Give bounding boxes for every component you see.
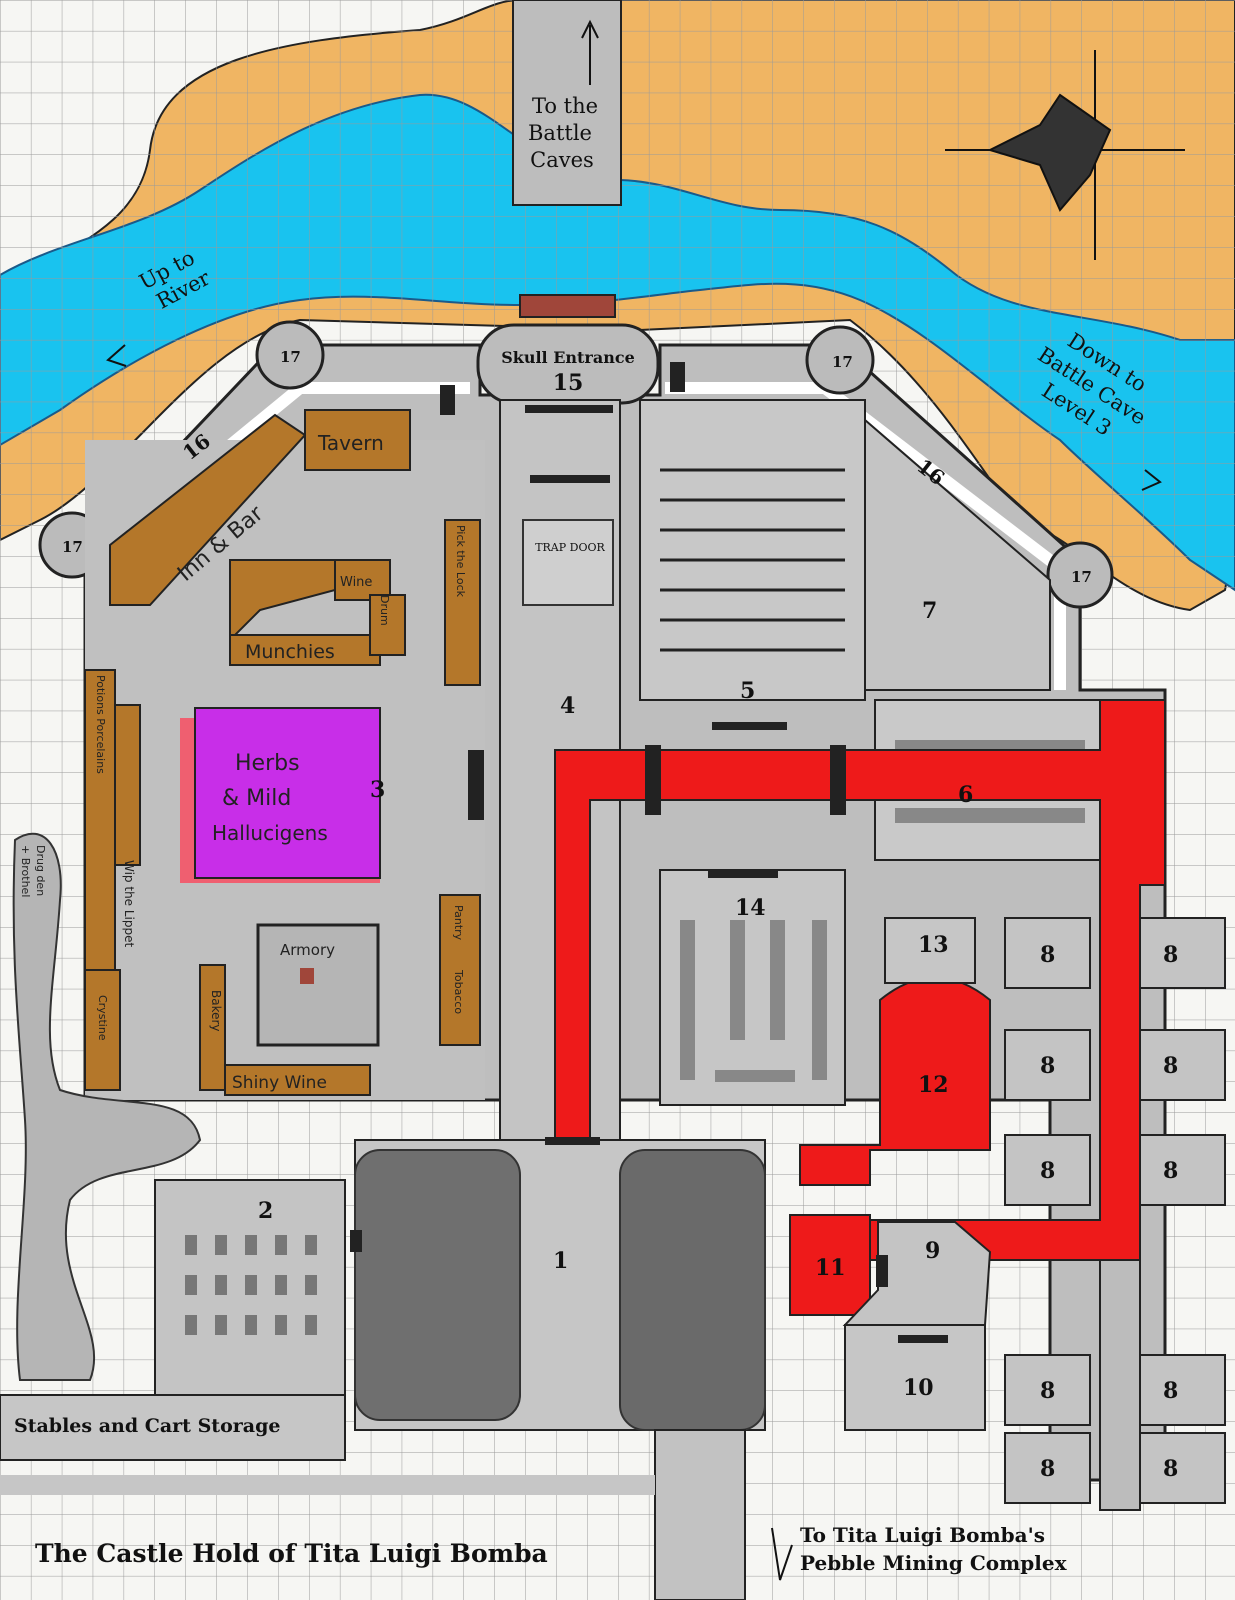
corridor-8-south bbox=[1099, 1259, 1141, 1511]
room-6-number: 6 bbox=[958, 782, 973, 808]
potions-label: Potions Porcelains bbox=[94, 675, 107, 774]
tower-e bbox=[1046, 541, 1114, 609]
svg-text:8: 8 bbox=[1163, 1053, 1178, 1079]
svg-text:8: 8 bbox=[1040, 1378, 1055, 1404]
room-14-number: 14 bbox=[735, 895, 766, 921]
room-17-number-nw: 17 bbox=[280, 348, 301, 366]
room-1-number: 1 bbox=[553, 1248, 568, 1274]
pick-the-lock-label: Pick the Lock bbox=[454, 525, 467, 598]
room-6-table-bottom bbox=[895, 808, 1085, 823]
room-3-number: 3 bbox=[370, 777, 385, 803]
up-arrow-head-icon bbox=[581, 19, 599, 39]
svg-text:8: 8 bbox=[1040, 1456, 1055, 1482]
munchies-label: Munchies bbox=[245, 641, 335, 663]
shiny-wine-label: Shiny Wine bbox=[232, 1073, 327, 1093]
room-15-number: 15 bbox=[553, 370, 584, 396]
room-5-stairs bbox=[639, 399, 866, 701]
forest-east bbox=[619, 1149, 766, 1431]
room-11-number: 11 bbox=[815, 1255, 846, 1281]
tower-ne bbox=[805, 325, 875, 395]
pew-1 bbox=[680, 920, 695, 1080]
room-2-number: 2 bbox=[258, 1198, 273, 1224]
trap-door bbox=[522, 519, 614, 606]
stair-steps bbox=[660, 468, 845, 652]
river-arrow-icon bbox=[106, 344, 127, 367]
trap-door-label: TRAP DOOR bbox=[535, 541, 605, 554]
road-corner bbox=[0, 1475, 655, 1495]
room-8-numbers: 8 8 8 8 8 8 8 8 8 8 bbox=[1040, 942, 1178, 1482]
herbs-tent bbox=[194, 707, 381, 879]
skull-entrance-gate bbox=[519, 294, 616, 318]
down-arrow-icon bbox=[1141, 469, 1162, 491]
doors bbox=[350, 362, 948, 1343]
herbs-label-1: Herbs bbox=[235, 751, 300, 776]
armory bbox=[256, 923, 380, 1047]
room-17-number-w: 17 bbox=[62, 538, 83, 556]
battle-caves-label-2: Battle bbox=[528, 121, 592, 145]
room-9-number: 9 bbox=[925, 1238, 940, 1264]
room-12-number: 12 bbox=[918, 1072, 949, 1098]
svg-text:8: 8 bbox=[1163, 1456, 1178, 1482]
herbs-label-3: Hallucigens bbox=[212, 821, 328, 845]
stables-yard bbox=[0, 1394, 346, 1461]
map-title: The Castle Hold of Tita Luigi Bomba bbox=[35, 1539, 548, 1568]
room-17-number-ne: 17 bbox=[832, 353, 853, 371]
room-7-number: 7 bbox=[922, 598, 937, 624]
svg-text:8: 8 bbox=[1040, 1158, 1055, 1184]
svg-text:8: 8 bbox=[1040, 1053, 1055, 1079]
south-arrow-icon bbox=[771, 1527, 793, 1581]
pew-4 bbox=[812, 920, 827, 1080]
svg-text:8: 8 bbox=[1163, 1158, 1178, 1184]
room-5-number: 5 bbox=[740, 678, 755, 704]
stables-label: Stables and Cart Storage bbox=[14, 1415, 280, 1437]
mining-complex-label-1: To Tita Luigi Bomba's bbox=[800, 1523, 1045, 1547]
mining-complex-label-2: Pebble Mining Complex bbox=[800, 1551, 1068, 1575]
armory-label: Armory bbox=[280, 941, 335, 959]
cave-passage bbox=[12, 832, 202, 1381]
rooms-8 bbox=[1004, 917, 1226, 1504]
pew-3 bbox=[770, 920, 785, 1040]
ramp-9 bbox=[842, 1221, 992, 1326]
bakery-label: Bakery bbox=[209, 990, 223, 1032]
altar bbox=[715, 1070, 795, 1082]
drum-label: Drum bbox=[378, 595, 391, 626]
pantry-label: Pantry bbox=[452, 905, 465, 941]
skull-entrance-label: Skull Entrance bbox=[501, 348, 635, 367]
wine-label: Wine bbox=[340, 575, 372, 590]
crystine-label: Crystine bbox=[96, 995, 109, 1041]
room-7 bbox=[864, 417, 1051, 691]
svg-text:8: 8 bbox=[1163, 942, 1178, 968]
drug-den-label-1: Drug den bbox=[34, 845, 47, 896]
dragon-sigil-icon bbox=[945, 50, 1185, 260]
inner-wall-line-right bbox=[665, 382, 1066, 690]
tobacco-label: Tobacco bbox=[452, 969, 465, 1014]
tavern-label: Tavern bbox=[317, 431, 384, 455]
room-12 bbox=[799, 976, 991, 1186]
pew-2 bbox=[730, 920, 745, 1040]
room-13-number: 13 bbox=[918, 932, 949, 958]
battle-caves-label-1: To the bbox=[532, 94, 598, 118]
svg-text:8: 8 bbox=[1163, 1378, 1178, 1404]
room-10-number: 10 bbox=[903, 1375, 934, 1401]
drug-den-label-2: + Brothel bbox=[19, 845, 32, 897]
herbs-label-2: & Mild bbox=[222, 786, 291, 811]
room-11 bbox=[789, 1214, 871, 1316]
road-south bbox=[654, 1429, 746, 1600]
room-13 bbox=[884, 917, 976, 984]
forest-west bbox=[354, 1149, 521, 1421]
tower-nw bbox=[255, 320, 325, 390]
passage-to-battle-caves bbox=[512, 0, 622, 206]
room-17-number-e: 17 bbox=[1071, 568, 1092, 586]
armory-core bbox=[300, 968, 314, 984]
room-4-number: 4 bbox=[560, 693, 575, 719]
svg-text:8: 8 bbox=[1040, 942, 1055, 968]
wooden-shops bbox=[84, 409, 481, 1096]
stalls bbox=[185, 1235, 317, 1335]
battle-caves-label-3: Caves bbox=[530, 148, 594, 172]
wip-the-lippet-label: Wip the Lippet bbox=[122, 860, 136, 948]
